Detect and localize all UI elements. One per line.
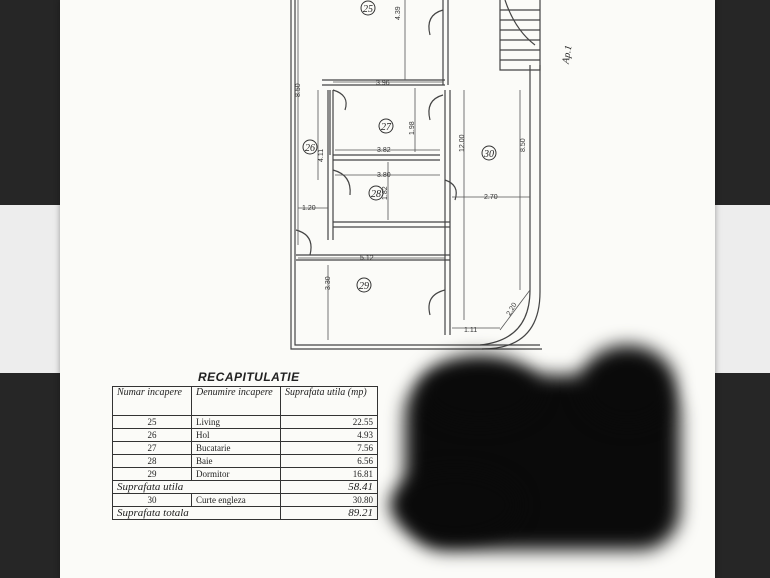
dim-label: 2.70 [484, 194, 498, 201]
area-cell: 22.55 [280, 415, 378, 429]
table-row: 30 Curte engleza 30.80 [112, 493, 378, 507]
area-cell: 6.56 [280, 454, 378, 468]
useful-area-label: Suprafata utila [112, 480, 281, 494]
dim-label: 3.30 [325, 276, 332, 290]
room-name-cell: Dormitor [191, 467, 281, 481]
table-row: 29 Dormitor 16.81 [112, 467, 378, 481]
floor-plan-page: 4.39 3.96 1.98 3.82 3.80 1.82 2.70 5.12 … [60, 0, 715, 578]
room-number-cell: 26 [112, 428, 192, 442]
door-arc [428, 94, 444, 121]
dim-label: 3.82 [377, 147, 391, 154]
room-name-cell: Bucatarie [191, 441, 281, 455]
door-arc [428, 9, 444, 36]
table-header-row: Numar incapere Denumire incapere Suprafa… [112, 386, 378, 416]
table-row: 26 Hol 4.93 [112, 428, 378, 442]
area-cell: 16.81 [280, 467, 378, 481]
area-cell: 4.93 [280, 428, 378, 442]
door-arc [332, 89, 347, 111]
room-name-cell: Hol [191, 428, 281, 442]
header-room-number: Numar incapere [112, 386, 192, 416]
door-arc [332, 169, 351, 196]
total-area-label: Suprafata totala [112, 506, 281, 520]
header-room-name: Denumire incapere [191, 386, 281, 416]
dim-label: 2.20 [506, 302, 519, 317]
door-arc [428, 289, 446, 316]
table-row: 28 Baie 6.56 [112, 454, 378, 468]
curved-wall [481, 65, 541, 350]
door-arc [295, 229, 312, 256]
room-number-cell: 27 [112, 441, 192, 455]
dim-label: 4.11 [318, 149, 325, 162]
table-row: 25 Living 22.55 [112, 415, 378, 429]
floor-plan-drawing: 4.39 3.96 1.98 3.82 3.80 1.82 2.70 5.12 … [290, 0, 575, 350]
dim-label: 8.50 [295, 83, 302, 97]
room-number: 29 [359, 281, 369, 292]
dim-label: 3.96 [376, 80, 390, 87]
room-number-cell: 29 [112, 467, 192, 481]
area-cell: 30.80 [280, 493, 378, 507]
staircase [499, 0, 541, 71]
room-number: 28 [371, 189, 381, 200]
dim-label: 3.80 [377, 172, 391, 179]
room-name-cell: Baie [191, 454, 281, 468]
dim-label: 1.82 [382, 186, 389, 200]
room-name-cell: Curte engleza [191, 493, 281, 507]
useful-area-value: 58.41 [280, 480, 378, 494]
outer-wall [294, 0, 540, 346]
curved-wall [479, 65, 531, 346]
dim-line [499, 289, 531, 331]
total-area-row: Suprafata totala 89.21 [112, 506, 378, 520]
table-row: 27 Bucatarie 7.56 [112, 441, 378, 455]
area-cell: 7.56 [280, 441, 378, 455]
total-area-value: 89.21 [280, 506, 378, 520]
dim-label: 8.50 [520, 138, 527, 152]
room-number-cell: 30 [112, 493, 192, 507]
recap-table: Numar incapere Denumire incapere Suprafa… [112, 386, 378, 520]
room-number-cell: 25 [112, 415, 192, 429]
dim-label: 12.00 [459, 134, 466, 152]
room-number: 30 [483, 149, 494, 160]
door-arc [444, 179, 457, 201]
room-name-cell: Living [191, 415, 281, 429]
dim-label: 5.12 [360, 255, 374, 262]
room-number: 27 [381, 122, 392, 133]
dim-label: 1.98 [409, 121, 416, 135]
dim-label: 1.20 [302, 205, 316, 212]
header-area: Suprafata utila (mp) [280, 386, 378, 416]
room-number-cell: 28 [112, 454, 192, 468]
useful-area-row: Suprafata utila 58.41 [112, 480, 378, 494]
dim-label: 4.39 [395, 6, 402, 20]
recap-title: RECAPITULATIE [198, 370, 300, 384]
room-number: 25 [363, 4, 373, 15]
dim-label: 1.11 [464, 327, 477, 334]
apartment-label: Ap.1 [560, 44, 574, 65]
outer-wall [290, 0, 542, 350]
room-number: 26 [305, 143, 315, 154]
